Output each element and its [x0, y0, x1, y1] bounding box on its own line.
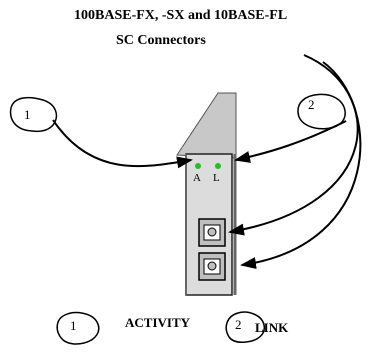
legend-activity-bubble: [56, 311, 100, 345]
callout-activity: 1: [9, 96, 193, 169]
led-label-l: L: [213, 172, 220, 184]
legend-link-bubble: [225, 311, 266, 343]
legend-link: 2: [225, 311, 266, 343]
legend-activity-number: 1: [70, 318, 77, 333]
callout-link: 2: [234, 93, 347, 163]
legend-activity: 1: [56, 311, 100, 345]
connector-arrow-lower: [240, 61, 362, 269]
diagram-title-line2: SC Connectors: [116, 33, 206, 48]
legend-link-label: LINK: [255, 320, 289, 335]
sc-connector-upper: [198, 218, 226, 247]
callout-link-arrow: [234, 120, 347, 163]
callout-link-bubble: [297, 93, 346, 130]
legend-link-number: 2: [235, 317, 242, 332]
transceiver-module: A L: [176, 92, 237, 296]
callout-activity-arrow: [52, 119, 193, 169]
led-label-a: A: [193, 172, 201, 184]
legend-activity-label: ACTIVITY: [125, 315, 191, 330]
callout-activity-bubble: [9, 96, 58, 133]
led-activity: [195, 163, 201, 169]
module-side-panel: [176, 92, 237, 159]
sc-connector-lower: [198, 252, 226, 281]
diagram-title-line1: 100BASE-FX, -SX and 10BASE-FL: [74, 8, 288, 23]
callout-activity-number: 1: [24, 107, 31, 122]
callout-link-number: 2: [308, 97, 315, 112]
connector-arrow-upper: [228, 54, 359, 236]
led-link: [215, 163, 221, 169]
